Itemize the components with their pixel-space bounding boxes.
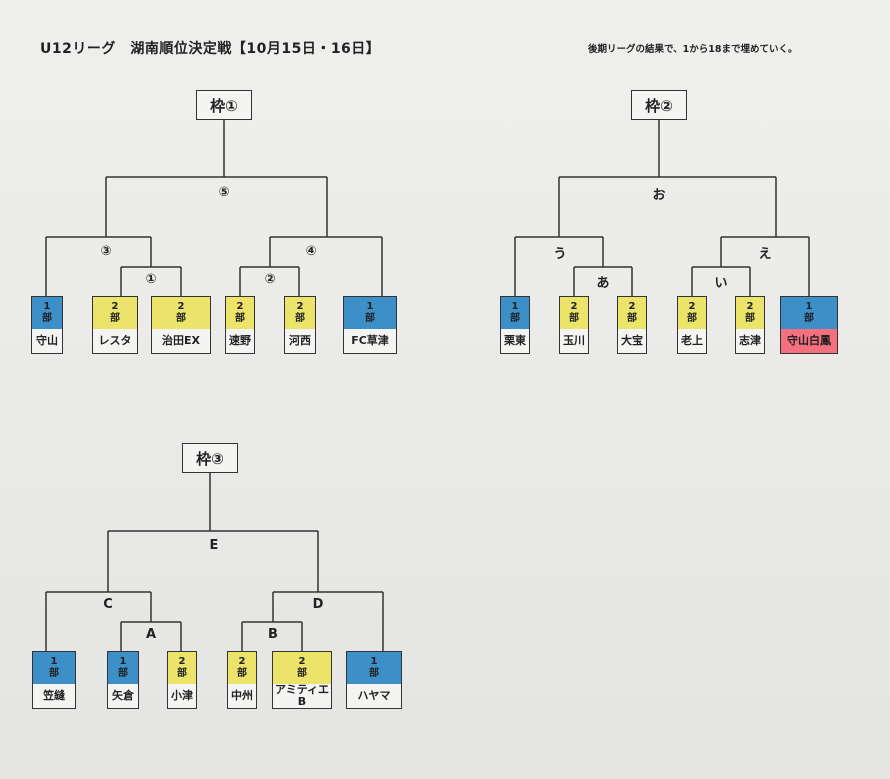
team-name: 志津 [739, 334, 761, 347]
team-name: 大宝 [621, 334, 643, 347]
bracket1-match3-label: ③ [100, 244, 112, 259]
team-name: レスタ [98, 334, 132, 347]
team-name: ハヤマ [357, 689, 391, 702]
frame1-label: 枠① [196, 90, 252, 120]
bracket1-match1-line [120, 266, 182, 296]
bracket3-final-line [107, 472, 319, 592]
team-name: 速野 [229, 334, 251, 347]
bracket2-right-line [720, 236, 810, 296]
team-name: 河西 [289, 334, 311, 347]
bracket3-match-b-label: B [268, 627, 278, 642]
bracket1-match2-line [239, 266, 300, 296]
team-name: 中州 [231, 689, 253, 702]
bracket3-right-line [272, 591, 384, 651]
bracket3-match-c-label: C [103, 597, 113, 612]
bracket3-match-e-label: E [209, 538, 219, 553]
bracket2-matchi-line [691, 266, 751, 296]
frame3-label: 枠③ [182, 443, 238, 473]
team-name: 玉川 [563, 334, 585, 347]
page-title: U12リーグ 湖南順位決定戦【10月15日・16日】 [40, 41, 381, 57]
team-name: 治田EX [162, 334, 200, 347]
instruction-note: 後期リーグの結果で、1から18まで埋めていく。 [588, 44, 798, 55]
team-name: FC草津 [351, 334, 389, 347]
bracket2-match-a-label: あ [596, 276, 610, 291]
team-name: 老上 [681, 334, 703, 347]
bracket3-left-line [45, 591, 152, 651]
bracket3-match-d-label: D [312, 597, 324, 612]
bracket1-right-line [269, 236, 383, 296]
bracket1-match5-label: ⑤ [218, 185, 230, 200]
team-name: 守山白鳳 [781, 329, 837, 353]
bracket1-match4-label: ④ [305, 244, 317, 259]
team-name: アミティエ B [274, 683, 330, 708]
bracket1-final-line [105, 119, 328, 237]
bracket3-match-a-label: A [145, 627, 157, 642]
bracket1-match2-label: ② [264, 272, 276, 287]
team-name: 小津 [171, 689, 193, 702]
bracket2-match-i-label: い [714, 276, 728, 291]
team-name: 矢倉 [112, 689, 134, 702]
bracket2-matcha-line [573, 266, 633, 296]
bracket1-left-line [45, 236, 152, 296]
bracket3-matcha-line [120, 621, 182, 651]
team-name: 守山 [36, 334, 58, 347]
team-name: 笠縫 [43, 689, 65, 702]
bracket1-match1-label: ① [145, 272, 157, 287]
frame2-label: 枠② [631, 90, 687, 120]
bracket2-left-line [514, 236, 604, 296]
bracket2-match-e-label: え [758, 247, 772, 262]
bracket2-final-line [558, 119, 777, 237]
bracket3-matchb-line [241, 621, 303, 651]
team-name: 栗東 [504, 334, 526, 347]
bracket2-match-o-label: お [652, 188, 666, 203]
bracket2-match-u-label: う [553, 247, 567, 262]
